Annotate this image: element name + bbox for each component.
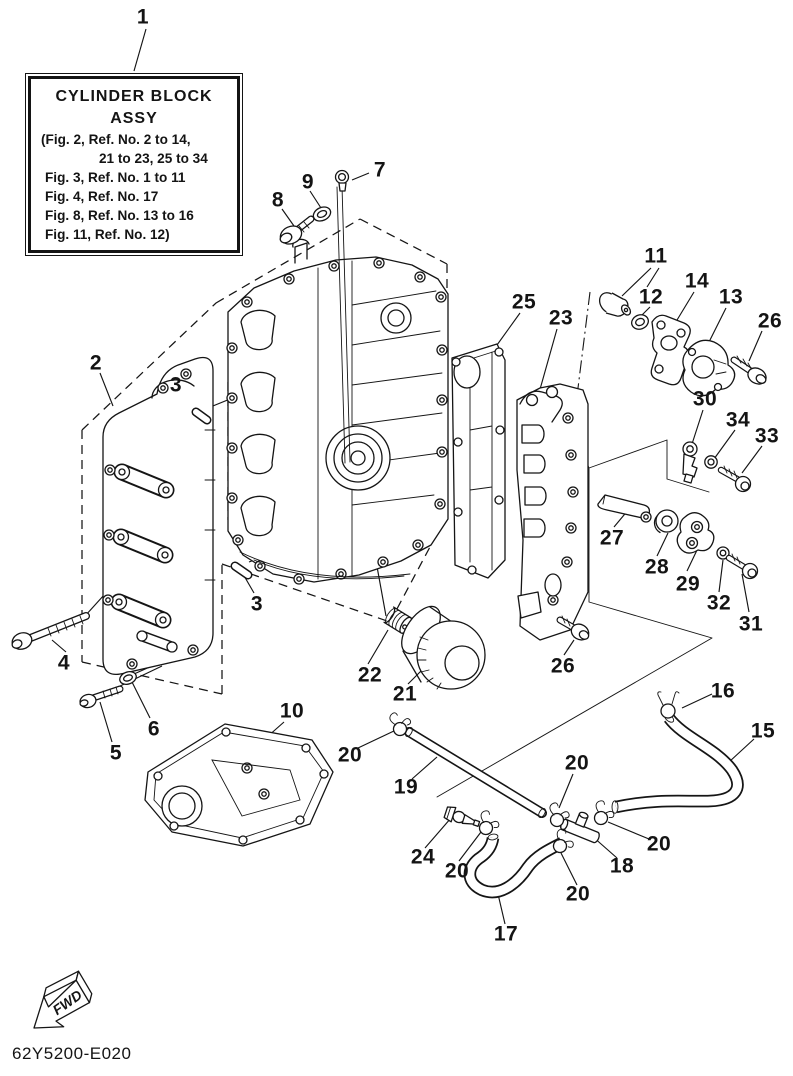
fig-ref-line: Fig. 11, Ref. No. 12) xyxy=(45,227,170,242)
part-bolt-5 xyxy=(79,685,124,709)
part-bolt-4 xyxy=(11,612,90,650)
part-bolt-7 xyxy=(334,169,350,192)
part-pin-3-bottom xyxy=(230,561,253,580)
title-line-1: CYLINDER BLOCK xyxy=(55,88,213,105)
part-plug-11 xyxy=(598,292,632,317)
part-tfitting-18 xyxy=(560,811,600,844)
part-tube-19 xyxy=(404,727,547,818)
part-dipstick-tube xyxy=(336,185,351,464)
part-grommet-28 xyxy=(653,509,679,534)
part-oil-filter-21 xyxy=(401,605,486,690)
part-gasket-10 xyxy=(144,723,334,847)
drawing-code: 62Y5200-E020 xyxy=(12,1044,132,1063)
part-clamp-20-b xyxy=(477,809,502,838)
part-fitting-24 xyxy=(443,806,481,827)
part-washer-32 xyxy=(716,546,730,560)
part-fitting-22 xyxy=(383,606,413,634)
part-crankcase-2 xyxy=(102,356,216,676)
part-exhaust-plate-23 xyxy=(516,383,589,641)
title-box: CYLINDER BLOCK ASSY (Fig. 2, Ref. No. 2 … xyxy=(25,73,243,256)
part-hose-17 xyxy=(463,833,565,899)
part-cover-13 xyxy=(682,339,736,397)
part-bolt-8 xyxy=(279,215,315,245)
part-bolt-26-top xyxy=(730,355,767,385)
fig-ref-line: Fig. 3, Ref. No. 1 to 11 xyxy=(45,170,186,185)
part-bolt-33 xyxy=(717,465,752,493)
part-gasket-14 xyxy=(650,314,691,386)
title-line-2: ASSY xyxy=(110,110,158,127)
part-bolt-26-bottom xyxy=(556,615,590,641)
part-washer-34 xyxy=(704,455,718,469)
part-clip-16 xyxy=(657,691,680,719)
part-washer-6 xyxy=(119,671,137,685)
part-anode-30 xyxy=(682,441,698,484)
part-holder-29 xyxy=(676,512,715,554)
part-anode-27 xyxy=(597,494,652,523)
fwd-arrow: FWD xyxy=(33,970,93,1029)
title-box-inner: CYLINDER BLOCK ASSY (Fig. 2, Ref. No. 2 … xyxy=(28,76,240,253)
part-gasket-25 xyxy=(451,343,506,579)
fig-ref-line: Fig. 4, Ref. No. 17 xyxy=(45,189,159,204)
fig-ref-line: 21 to 23, 25 to 34 xyxy=(99,151,208,166)
fig-ref-line: Fig. 8, Ref. No. 13 to 16 xyxy=(45,208,194,223)
part-washer-12 xyxy=(631,314,649,330)
part-washer-9 xyxy=(312,206,332,222)
part-pin-3-top xyxy=(191,407,212,425)
part-bolt-31 xyxy=(725,553,759,580)
fig-ref-line: (Fig. 2, Ref. No. 2 to 14, xyxy=(41,132,191,147)
part-cylinder-block xyxy=(226,238,449,585)
part-hose-15 xyxy=(611,713,744,814)
